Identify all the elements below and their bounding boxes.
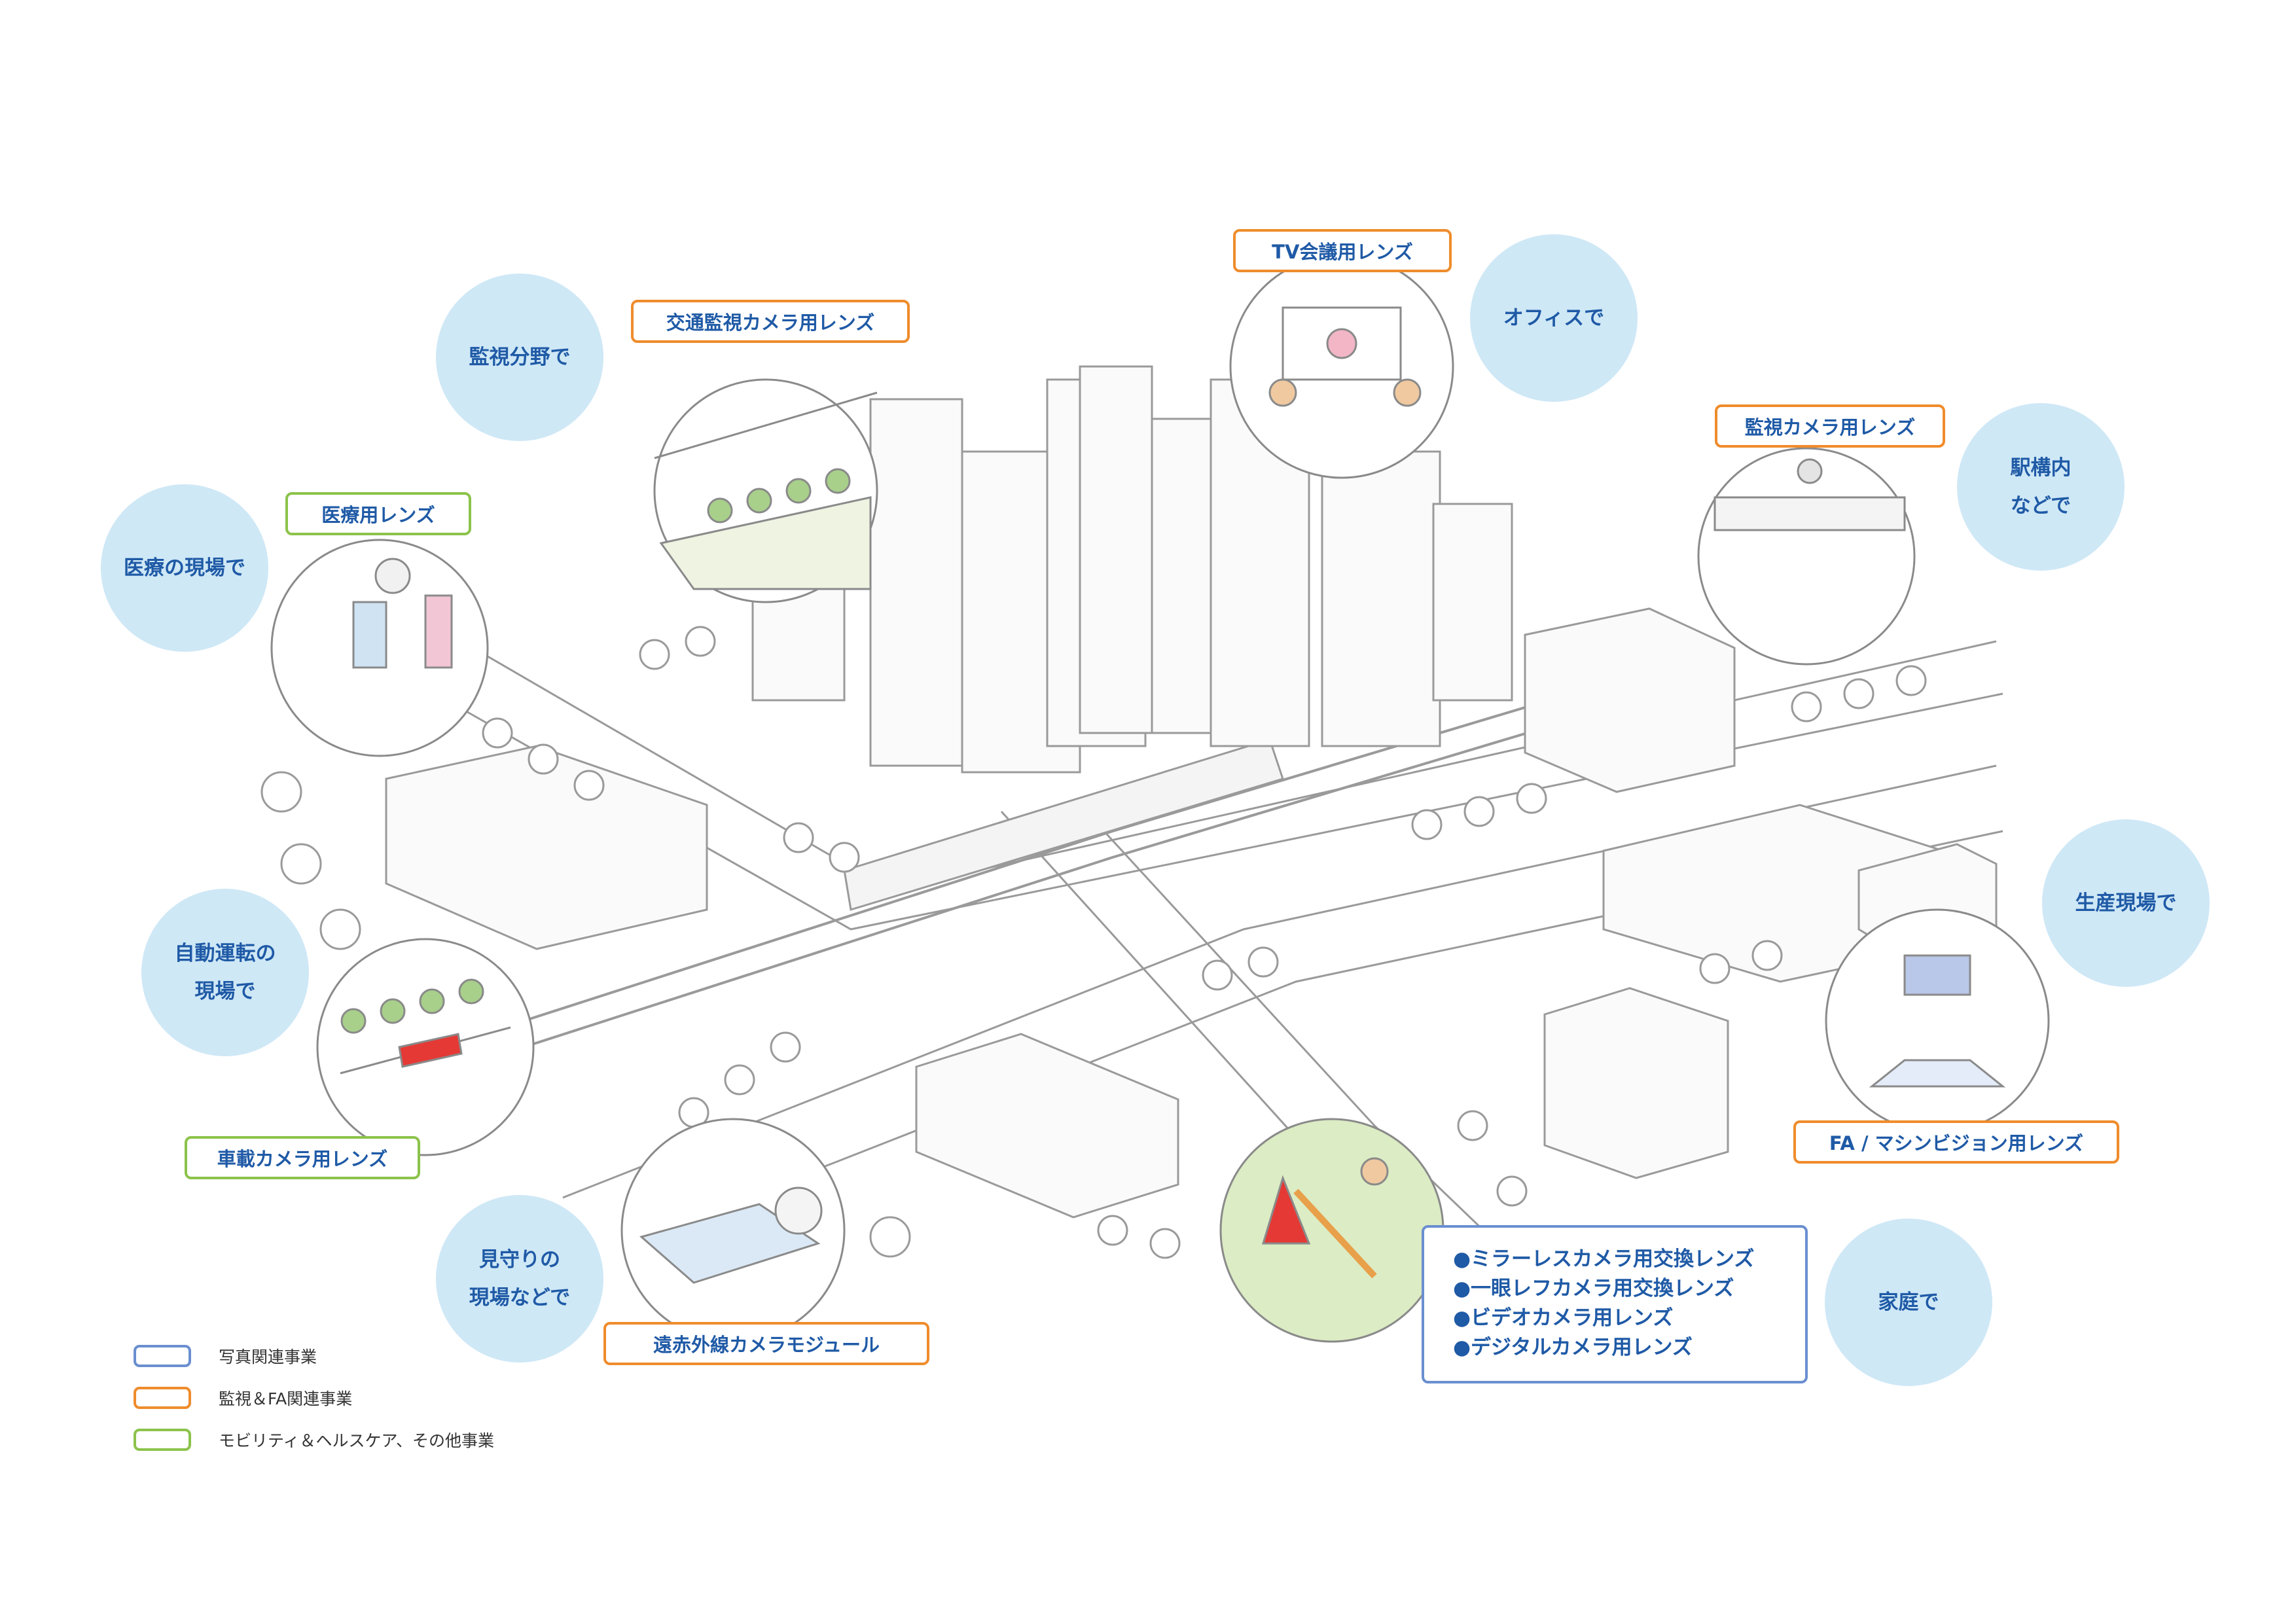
bubble-home: 家庭で	[1825, 1219, 1992, 1386]
tag-security-camera-lens: 監視カメラ用レンズ	[1715, 404, 1945, 448]
bubble-station-line1: 駅構内	[2010, 456, 2072, 480]
tag-fa-machine-vision-lens: FA / マシンビジョン用レンズ	[1793, 1120, 2119, 1164]
legend-label-surveillance-fa: 監視＆FA関連事業	[219, 1389, 353, 1408]
bubble-station-line2: などで	[2010, 494, 2072, 518]
tag-security-camera-lens-text: 監視カメラ用レンズ	[1744, 416, 1916, 438]
legend-swatch-photo	[134, 1345, 191, 1367]
home-product-item: ●デジタルカメラ用レンズ	[1453, 1336, 1693, 1359]
bubble-medical-text: 医療の現場で	[124, 556, 245, 580]
legend-item-mobility-healthcare: モビリティ＆ヘルスケア、その他事業	[134, 1427, 494, 1453]
bubble-autonomous-driving: 自動運転の 現場で	[141, 889, 309, 1056]
tag-car-camera-lens-text: 車載カメラ用レンズ	[217, 1148, 388, 1170]
home-product-item: ●ビデオカメラ用レンズ	[1453, 1306, 1674, 1330]
bubble-medical: 医療の現場で	[101, 484, 268, 652]
bubble-surveillance: 監視分野で	[436, 274, 603, 441]
tag-traffic-camera-lens-text: 交通監視カメラ用レンズ	[666, 312, 875, 334]
legend-item-photo: 写真関連事業	[134, 1343, 317, 1369]
tag-tv-conference-lens-text: TV会議用レンズ	[1272, 241, 1413, 263]
bubble-production: 生産現場で	[2042, 819, 2210, 987]
bubble-autonomous-line2: 現場で	[194, 980, 256, 1003]
bubble-surveillance-text: 監視分野で	[469, 346, 571, 369]
legend-swatch-mobility-healthcare	[134, 1429, 191, 1451]
legend-label-photo: 写真関連事業	[219, 1347, 317, 1366]
tag-traffic-camera-lens: 交通監視カメラ用レンズ	[631, 300, 910, 343]
tag-fa-machine-vision-lens-text: FA / マシンビジョン用レンズ	[1829, 1132, 2084, 1154]
home-product-item: ●ミラーレスカメラ用交換レンズ	[1453, 1247, 1755, 1271]
legend-swatch-surveillance-fa	[134, 1387, 191, 1409]
bubble-office: オフィスで	[1470, 234, 1638, 402]
bubble-monitoring-line2: 現場などで	[469, 1286, 571, 1310]
tag-infrared-camera-module: 遠赤外線カメラモジュール	[603, 1322, 929, 1365]
bubble-station: 駅構内 などで	[1957, 403, 2125, 571]
bubble-office-text: オフィスで	[1503, 306, 1605, 330]
home-product-item: ●一眼レフカメラ用交換レンズ	[1453, 1277, 1734, 1300]
tag-car-camera-lens: 車載カメラ用レンズ	[185, 1136, 420, 1179]
legend-item-surveillance-fa: 監視＆FA関連事業	[134, 1385, 352, 1411]
tag-medical-lens: 医療用レンズ	[285, 492, 471, 535]
bubble-autonomous-line1: 自動運転の	[174, 942, 276, 965]
bubble-monitoring: 見守りの 現場などで	[436, 1195, 603, 1363]
tag-tv-conference-lens: TV会議用レンズ	[1233, 229, 1452, 272]
home-products-list: ●ミラーレスカメラ用交換レンズ ●一眼レフカメラ用交換レンズ ●ビデオカメラ用レ…	[1422, 1225, 1808, 1383]
bubble-monitoring-line1: 見守りの	[479, 1248, 560, 1272]
bubble-production-text: 生産現場で	[2075, 891, 2177, 915]
tag-medical-lens-text: 医療用レンズ	[321, 504, 435, 526]
bubble-home-text: 家庭で	[1878, 1291, 1939, 1314]
tag-infrared-camera-module-text: 遠赤外線カメラモジュール	[653, 1334, 880, 1356]
legend-label-mobility-healthcare: モビリティ＆ヘルスケア、その他事業	[219, 1431, 495, 1450]
